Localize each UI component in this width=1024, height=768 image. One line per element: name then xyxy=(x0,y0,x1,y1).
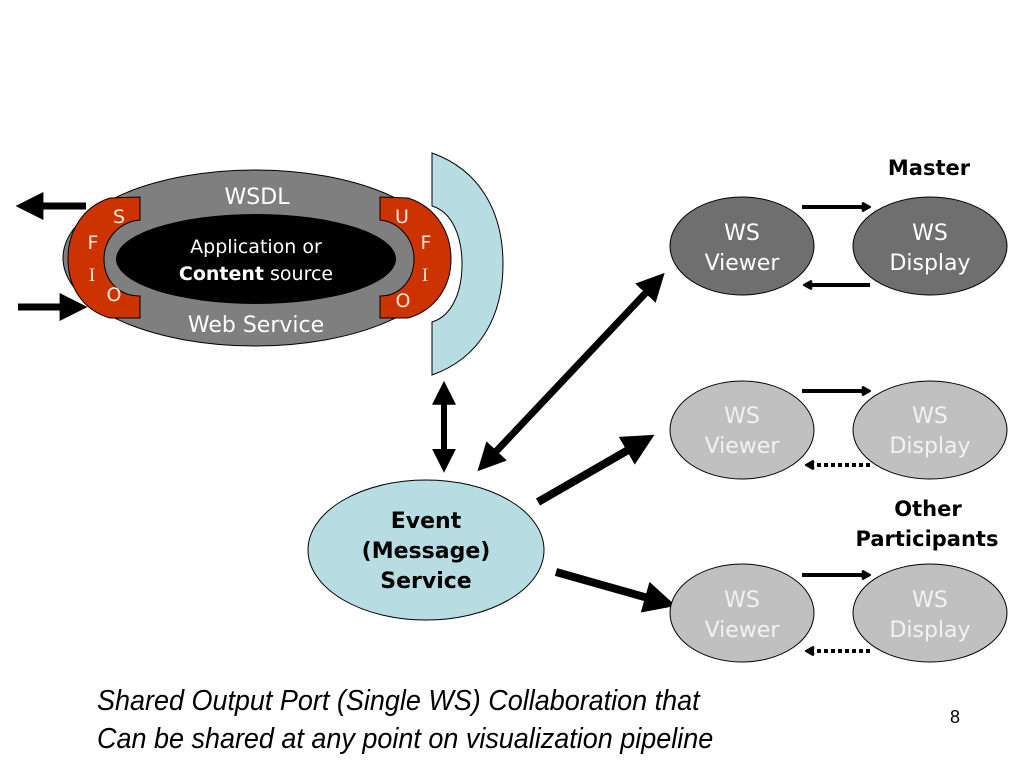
core-line-2-rest: source xyxy=(264,263,333,285)
core-line-2-bold: Content xyxy=(179,263,264,285)
event-viewer3-arrow xyxy=(554,568,676,613)
participant2-display-line-2: Display xyxy=(889,618,970,643)
event-viewer2-arrow xyxy=(536,434,655,506)
participant2-viewer-line-1: WS xyxy=(724,588,760,613)
master-display-ellipse xyxy=(852,196,1008,296)
wsdl-label: WSDL xyxy=(225,185,291,210)
master-label: Master xyxy=(888,156,971,180)
caption-line-2: Can be shared at any point on visualizat… xyxy=(97,723,714,755)
left-port-shape xyxy=(67,196,141,319)
right-port-shape xyxy=(379,196,452,319)
participant1-display-line-2: Display xyxy=(889,434,970,459)
web-service: WSDL Web Service Application or Content … xyxy=(62,152,504,376)
right-port-letter-u: U xyxy=(395,206,409,228)
event-service-ellipse xyxy=(307,479,545,621)
participant2-display-line-1: WS xyxy=(912,588,948,613)
participant1-display-line-1: WS xyxy=(912,404,948,429)
master-display-line-1: WS xyxy=(912,221,948,246)
event-service-line-2: (Message) xyxy=(362,539,491,564)
right-port-letter-f: F xyxy=(421,232,432,254)
web-service-label: Web Service xyxy=(188,313,324,338)
participant1-viewer-ellipse xyxy=(669,380,815,480)
left-port-letter-s: S xyxy=(113,206,125,228)
slide-caption: Shared Output Port (Single WS) Collabora… xyxy=(97,682,860,758)
participant1-display-node: WS Display xyxy=(852,380,1008,480)
master-display-line-2: Display xyxy=(889,251,970,276)
event-service: Event (Message) Service xyxy=(307,479,545,621)
participant2-viewer-node: WS Viewer xyxy=(669,563,815,663)
master-viewer-node: WS Viewer xyxy=(669,196,815,296)
right-port-letter-o: O xyxy=(396,290,411,312)
core-line-1: Application or xyxy=(190,236,322,258)
participant2-viewer-ellipse xyxy=(669,563,815,663)
other-participants-label-line-1: Other xyxy=(894,497,962,521)
left-port-letter-i: I xyxy=(89,265,95,286)
master-display-node: WS Display xyxy=(852,196,1008,296)
page-number: 8 xyxy=(950,707,961,727)
content-source-core xyxy=(116,214,396,304)
participant1-viewer-line-2: Viewer xyxy=(705,434,781,459)
event-service-line-1: Event xyxy=(391,509,462,534)
master-viewer-line-2: Viewer xyxy=(705,251,781,276)
participant1-viewer-node: WS Viewer xyxy=(669,380,815,480)
participant2-viewer-line-2: Viewer xyxy=(705,618,781,643)
participant1-viewer-line-1: WS xyxy=(724,404,760,429)
other-participants-label-line-2: Participants xyxy=(856,527,999,551)
participant2-display-ellipse xyxy=(852,563,1008,663)
core-line-2: Content source xyxy=(179,263,333,285)
participant2-display-node: WS Display xyxy=(852,563,1008,663)
event-master-double-arrow xyxy=(477,272,665,472)
left-port-letter-f: F xyxy=(88,232,99,254)
master-viewer-ellipse xyxy=(669,196,815,296)
participant1-display-ellipse xyxy=(852,380,1008,480)
right-port-letter-i: I xyxy=(422,265,428,286)
left-port-letter-o: O xyxy=(107,284,122,306)
event-service-line-3: Service xyxy=(380,569,471,594)
master-viewer-line-1: WS xyxy=(724,221,760,246)
caption-line-1: Shared Output Port (Single WS) Collabora… xyxy=(97,685,700,717)
